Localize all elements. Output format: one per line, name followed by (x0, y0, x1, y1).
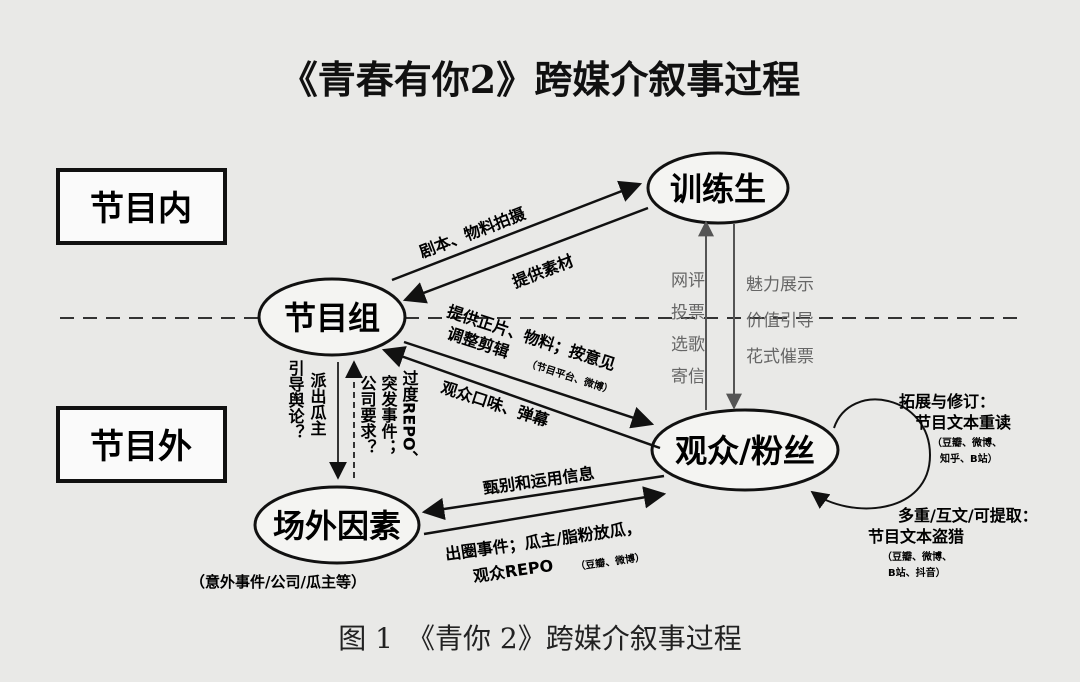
label-send-gossip-2: 引导舆论？ (286, 360, 305, 440)
label-extend-note-2: 知乎、B站） (939, 452, 998, 465)
region-inside-label: 节目内 (90, 189, 192, 229)
arrow-audience-self-loop (810, 398, 932, 510)
label-extend-title: 拓展与修订： (899, 392, 995, 411)
label-breakout-note: （豆瓣、微博） (575, 550, 646, 573)
label-screen-info: 甄别和运用信息 (482, 464, 596, 498)
label-poach-sub: 节目文本盗猎 (868, 527, 964, 546)
label-breakout-2: 观众REPO (472, 556, 554, 586)
arrow-audience-to-program (381, 346, 661, 450)
node-external-label: 场外因素 (273, 507, 401, 545)
node-program-team: 节目组 (257, 277, 407, 357)
node-trainee: 训练生 (646, 151, 790, 225)
arrow-program-to-audience (403, 340, 655, 429)
label-extend-note-1: （豆瓣、微博、 (932, 436, 1002, 449)
region-inside: 节目内 (56, 168, 227, 245)
label-vote-group: 网评 投票 选歌 寄信 (671, 271, 705, 387)
label-poach-title: 多重/互文/可提取： (898, 506, 1038, 525)
arrow-audience-to-external (421, 474, 665, 521)
label-vote-3: 选歌 (671, 335, 705, 355)
label-vote-4: 寄信 (671, 367, 705, 387)
node-audience: 观众/粉丝 (650, 408, 840, 492)
label-charm-group: 魅力展示 价值引导 花式催票 (746, 275, 814, 367)
label-repo-3: 公司要求？ (358, 375, 377, 455)
node-audience-label: 观众/粉丝 (675, 432, 815, 470)
label-send-gossip-1: 派出瓜主 (308, 372, 327, 436)
figure-caption: 图 1 《青你 2》跨媒介叙事过程 (338, 622, 741, 655)
label-charm-1: 魅力展示 (746, 275, 814, 295)
diagram-title: 《青春有你2》跨媒介叙事过程 (280, 57, 800, 102)
arrow-trainee-to-program (402, 206, 649, 304)
label-repo-2: 突发事件； (379, 374, 399, 455)
arrow-program-to-trainee (391, 180, 643, 282)
label-vote-2: 投票 (671, 303, 705, 323)
region-outside-label: 节目外 (90, 427, 192, 467)
label-charm-2: 价值引导 (746, 311, 814, 331)
label-poach-note-2: B站、抖音） (888, 566, 946, 579)
label-charm-3: 花式催票 (746, 347, 814, 367)
label-poach-note-1: （豆瓣、微博、 (882, 550, 952, 563)
node-program-team-label: 节目组 (284, 299, 380, 337)
node-trainee-label: 训练生 (670, 170, 766, 208)
node-external-note: （意外事件/公司/瓜主等） (190, 573, 366, 591)
region-outside: 节目外 (56, 406, 227, 483)
label-repo-1: 过度REPO、 (400, 369, 419, 466)
label-extend-sub: 节目文本重读 (915, 413, 1011, 432)
node-external: 场外因素 (253, 485, 421, 565)
label-vote-1: 网评 (671, 271, 705, 291)
arrow-external-to-audience (423, 486, 667, 536)
